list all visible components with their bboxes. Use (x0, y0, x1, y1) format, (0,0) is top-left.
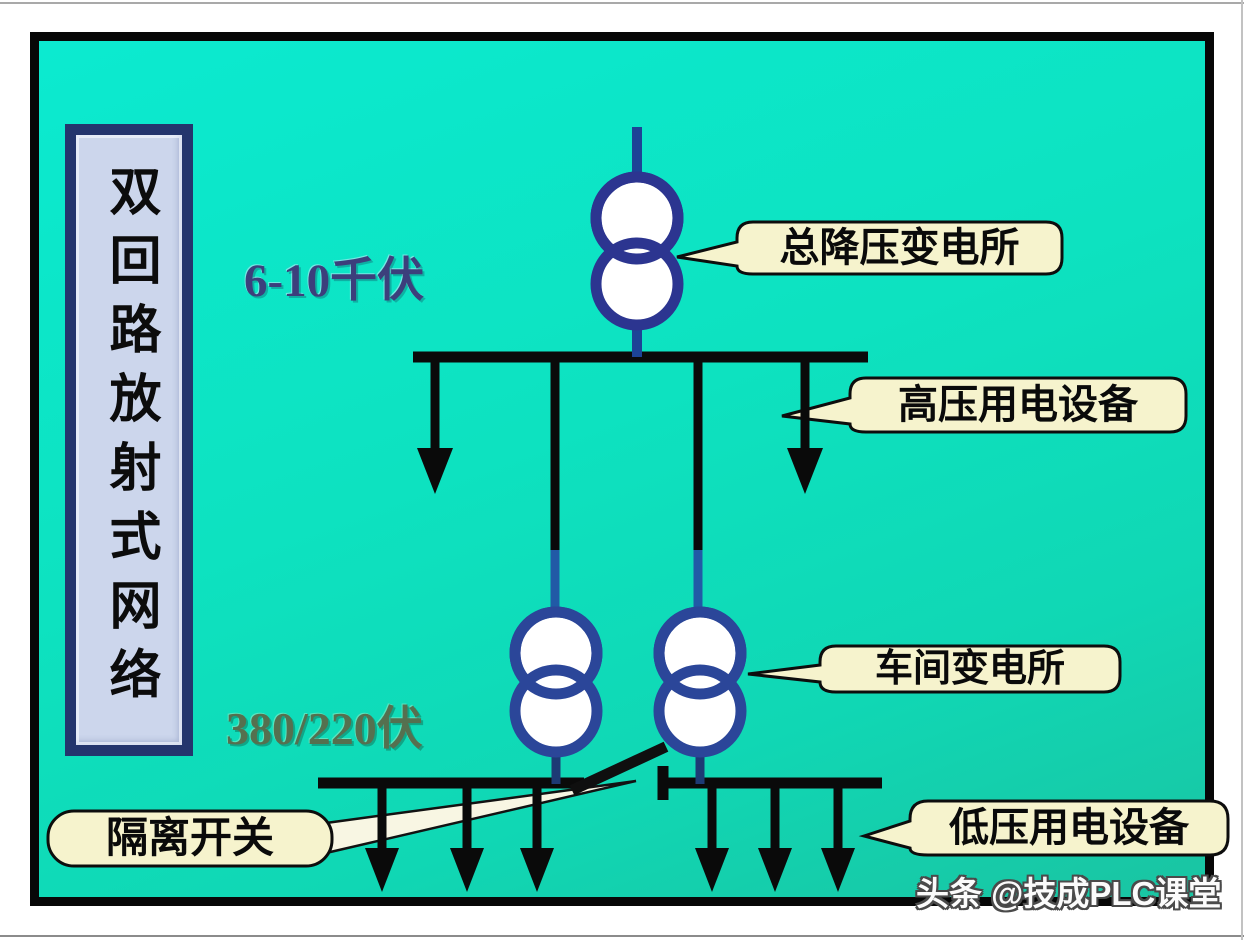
lv-feeder-arrows-left (365, 783, 554, 892)
main-substation-callout-bubble (676, 220, 1064, 276)
screenshot-bottom-edge (0, 935, 1244, 937)
lv-equipment-callout-bubble (858, 799, 1230, 857)
hv-equipment-callout-label: 高压用电设备 (898, 382, 1138, 427)
hv-voltage-label: 6-10千伏 (244, 255, 425, 307)
vertical-title-text: 双回路放射式网络 (101, 164, 158, 716)
isolating-switch-blade (569, 741, 669, 796)
workshop-transformer-right-symbol (653, 606, 747, 784)
isolating-switch-leader-beam (324, 779, 637, 855)
vertical-title-box: 双回路放射式网络 (65, 124, 193, 756)
screenshot-top-edge (0, 2, 1244, 4)
main-transformer-symbol (590, 127, 684, 357)
screenshot-right-edge (1241, 0, 1243, 940)
lv-voltage-label: 380/220伏 (226, 703, 423, 754)
hv-feeder-arrow-left (417, 357, 453, 494)
watermark-text: 头条 @技成PLC课堂 (916, 875, 1222, 912)
lv-equipment-callout-label: 低压用电设备 (949, 805, 1189, 850)
isolating-switch-callout-bubble (46, 809, 334, 868)
hv-equipment-callout-bubble (781, 376, 1188, 434)
lv-feeder-arrows-right (695, 783, 855, 892)
workshop-substation-callout-bubble (747, 644, 1122, 694)
hv-feeder-arrow-right (787, 357, 823, 494)
isolating-switch-callout-label: 隔离开关 (105, 815, 274, 862)
workshop-transformer-left-symbol (509, 606, 603, 784)
workshop-substation-callout-label: 车间变电所 (874, 648, 1065, 690)
main-substation-callout-label: 总降压变电所 (779, 225, 1020, 270)
